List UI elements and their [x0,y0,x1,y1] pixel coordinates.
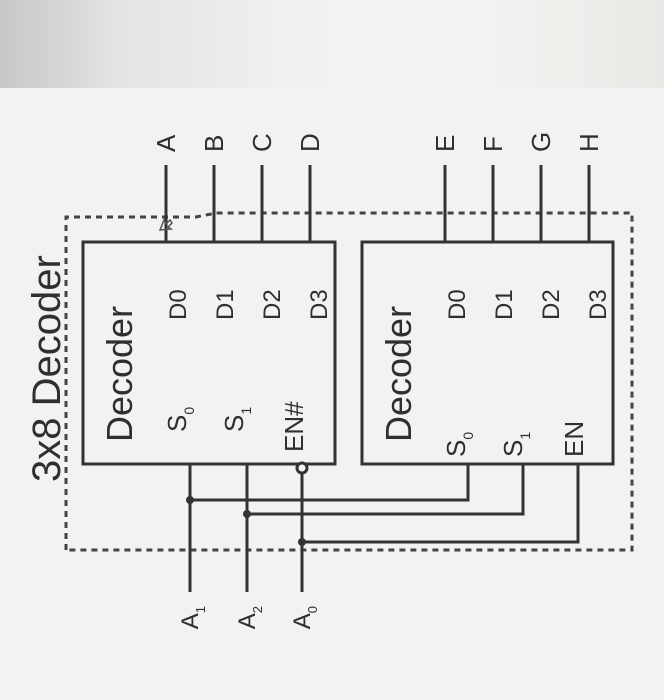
wire-a2-to-bottom-s1 [247,464,525,516]
decoder-bottom-input-en: EN [559,421,589,457]
decoder-bottom-out-d3: D3 [585,289,612,320]
output-label-d: D [295,133,325,152]
decoder-bottom-out-d2: D2 [538,289,565,320]
decoder-top-out-d0: D0 [165,289,192,320]
output-label-g: G [526,132,556,152]
output-label-f: F [478,136,508,152]
decoder-bottom-input-s0: S0 [441,432,476,457]
decoder-bottom-box [360,240,615,466]
paper-sheet [0,88,664,700]
decoder-bottom-input-s1: S1 [498,432,533,457]
decoder-top-box [81,240,337,466]
input-label-a0: A0 [289,606,320,629]
wire-a1-to-bottom-s0 [190,464,470,502]
diagram-title: 3x8 Decoder [25,255,69,482]
input-label-a1: A1 [177,606,208,629]
decoder-top-out-d3: D3 [306,289,333,320]
decoder-top-title: Decoder [99,306,140,442]
decoder-top-input-s1: S1 [219,407,254,432]
output-label-e: E [430,135,460,152]
input-label-a2: A2 [234,606,265,629]
decoder-top-input-s0: S0 [162,407,197,432]
decoder-bottom-out-d0: D0 [444,289,471,320]
en-inversion-bubble [295,461,309,475]
decoder-top-out-d1: D1 [212,289,239,320]
cursor-icon [158,218,174,231]
decoder-top-out-d2: D2 [259,289,286,320]
output-label-h: H [574,133,604,152]
decoder-bottom-out-d1: D1 [491,289,518,320]
wire-a0-to-bottom-en [302,464,580,544]
dashed-boundary [64,211,634,552]
output-label-b: B [199,135,229,152]
output-label-a: A [151,134,181,152]
output-label-c: C [247,133,277,152]
decoder-top-input-en: EN# [279,401,309,452]
decoder-bottom-title: Decoder [378,306,419,442]
